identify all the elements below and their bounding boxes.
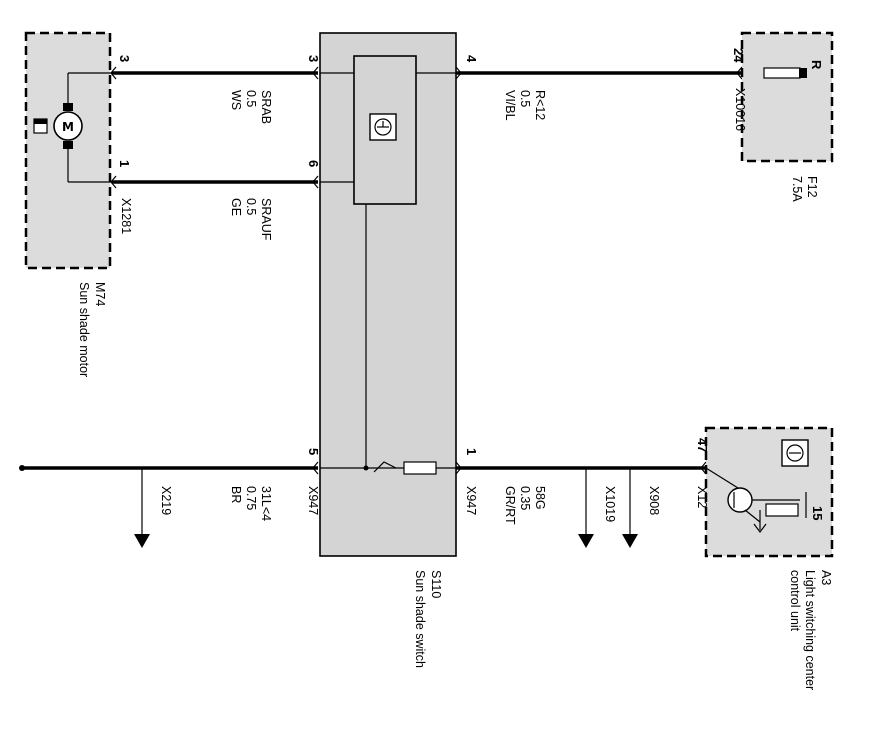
fuse-id: F12 [805,176,819,198]
ground-branch [134,468,150,548]
pin-fuse: 24 [731,48,746,63]
light-branches [578,468,638,548]
ground-color: BR [229,486,243,503]
light-signal: 58G [533,486,547,510]
svg-text:M: M [62,120,74,134]
switch-id: S110 [429,570,443,598]
switch-left-connector: X947 [306,486,320,515]
motor-icon: M [33,72,112,183]
switch-lamp [363,461,437,475]
ground-branch-connector: X219 [159,486,173,515]
fuse-rating: 7.5A [790,176,804,202]
light-color: GR/RT [503,486,517,525]
lscu-name-line1: Light switching center [803,570,817,690]
pin-switch-left-bottom: 5 [306,448,321,455]
ground-signal: 31L<4 [259,486,273,521]
fuse-icon [763,67,807,79]
pin-motor-bottom: 1 [117,160,132,167]
fuse-connector: X10016 [733,88,747,131]
pin-switch-left-mid: 6 [306,160,321,167]
pin-switch-right-top: 4 [464,55,479,63]
srauf-signal: SRAUF [259,198,273,241]
lscu-name-line2: control unit [788,570,802,632]
light-branch-1-connector: X1019 [603,486,617,522]
motor-id: M74 [93,282,107,306]
srab-size: 0.5 [244,90,258,107]
light-branch-2-connector: X908 [647,486,661,515]
power-color: VI/BL [503,90,517,121]
switch-right-connector: X947 [464,486,478,515]
fuse-marker: R [809,60,824,70]
transistor-icon [369,113,397,141]
srauf-size: 0.5 [244,198,258,215]
pin-lscu: 47 [695,438,710,452]
switch-name: Sun shade switch [413,570,427,668]
light-size: 0.35 [518,486,532,510]
lscu-connector: X12 [695,486,709,508]
motor-name: Sun shade motor [77,282,91,377]
pin-lscu-inner: 15 [810,506,825,520]
pin-switch-left-top: 3 [306,55,321,62]
lscu-circuit [705,439,809,533]
pin-switch-right-bottom: 1 [464,448,479,455]
ground-size: 0.75 [244,486,258,510]
lscu-box[interactable] [704,426,834,558]
power-signal: R<12 [533,90,547,120]
motor-connector: X1281 [119,198,133,234]
srauf-color: GE [229,198,243,216]
lscu-id: A3 [819,570,833,585]
pin-motor-top: 3 [117,55,132,62]
srab-signal: SRAB [259,90,273,124]
srab-color: WS [229,90,243,110]
fuse-box[interactable] [740,31,834,163]
power-size: 0.5 [518,90,532,107]
